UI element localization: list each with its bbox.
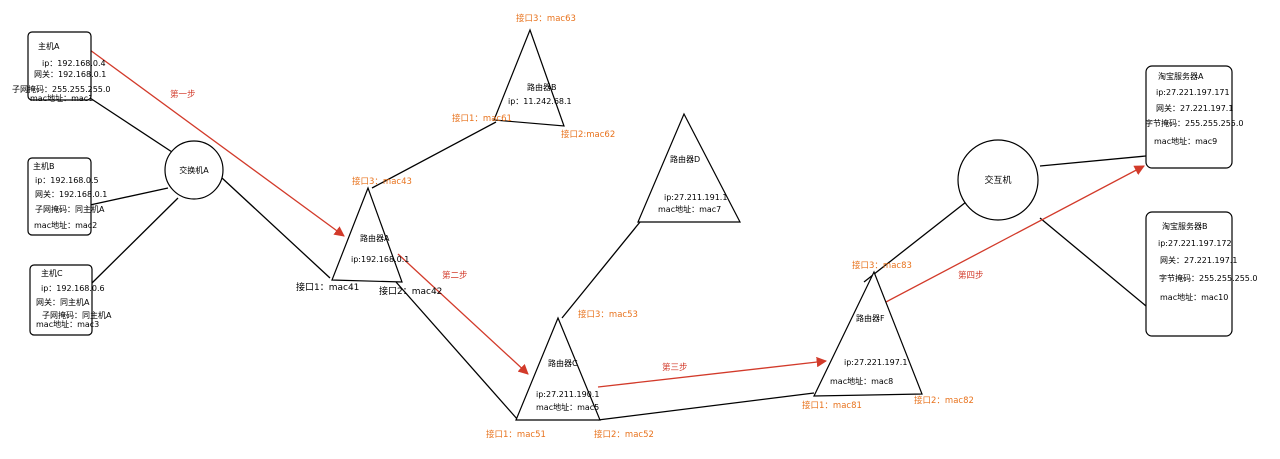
wire-hostA-switchA xyxy=(89,97,173,153)
router-d-name: 路由器D xyxy=(670,154,700,164)
host-b-ip: ip：192.168.0.5 xyxy=(35,176,99,185)
router-f-port3: 接口3：mac83 xyxy=(852,260,912,271)
wire-routerC-routerF xyxy=(597,392,815,421)
host-b-title: 主机B xyxy=(33,161,55,171)
host-a-ip: ip：192.168.0.4 xyxy=(42,59,106,68)
wire-switchA-routerA xyxy=(221,177,331,279)
wire-routerF-switchB xyxy=(863,201,967,283)
server-a-gateway: 网关：27.221.197.1 xyxy=(1156,103,1233,113)
step4-label: 第四步 xyxy=(958,270,984,281)
router-d-mac: mac地址：mac7 xyxy=(658,204,721,214)
connection-lines xyxy=(89,97,1147,421)
host-b-box: 主机B ip：192.168.0.5 网关：192.168.0.1 子网掩码：同… xyxy=(27,157,107,236)
router-b-port2: 接口2:mac62 xyxy=(561,129,615,140)
router-c-port1: 接口1：mac51 xyxy=(486,429,546,440)
host-b-gateway: 网关：192.168.0.1 xyxy=(35,189,107,199)
server-b-gateway: 网关：27.221.197.1 xyxy=(1160,255,1237,265)
server-b-title: 淘宝服务器B xyxy=(1162,221,1208,231)
router-f-name: 路由器F xyxy=(856,313,885,323)
router-f-ip: ip:27.221.197.1 xyxy=(844,358,907,367)
router-f-port1: 接口1：mac81 xyxy=(802,400,862,411)
router-b-port3: 接口3：mac63 xyxy=(516,13,576,24)
router-d-ip: ip:27.211.191.1 xyxy=(664,193,727,202)
wire-switchB-serverB xyxy=(1039,217,1147,307)
router-c-ip: ip:27.211.190.1 xyxy=(536,390,599,399)
switch-b-label: 交互机 xyxy=(984,174,1011,186)
server-a-title: 淘宝服务器A xyxy=(1158,71,1204,81)
step2-arrow xyxy=(397,253,529,375)
router-b-node: 路由器B ip：11.242.68.1 接口3：mac63 接口1：mac61 … xyxy=(452,13,615,140)
server-a-ip: ip:27.221.197.171 xyxy=(1156,88,1230,97)
wire-routerA-routerB xyxy=(371,121,497,189)
host-b-mac: mac地址：mac2 xyxy=(34,220,97,230)
host-a-title: 主机A xyxy=(38,41,60,51)
host-c-mask: 子网掩码：同主机A xyxy=(42,310,112,320)
router-c-port2: 接口2：mac52 xyxy=(594,429,654,440)
server-b-box: 淘宝服务器B ip:27.221.197.172 网关：27.221.197.1… xyxy=(1145,211,1258,337)
server-b-mac: mac地址：mac10 xyxy=(1160,292,1228,302)
server-b-ip: ip:27.221.197.172 xyxy=(1158,239,1232,248)
switch-a-label: 交换机A xyxy=(179,165,209,175)
router-a-name: 路由器A xyxy=(360,233,390,243)
host-c-title: 主机C xyxy=(41,268,63,278)
host-c-box: 主机C ip：192.168.0.6 网关：同主机A 子网掩码：同主机A mac… xyxy=(29,264,112,336)
router-a-port1: 接口1：mac41 xyxy=(296,281,359,293)
router-d-node: 路由器D ip:27.211.191.1 mac地址：mac7 xyxy=(637,112,741,223)
router-a-ip: ip:192.168.0.1 xyxy=(351,255,409,264)
step1-label: 第一步 xyxy=(170,89,196,100)
wire-switchB-serverA xyxy=(1039,155,1147,167)
switch-b-node: 交互机 xyxy=(957,139,1039,221)
wire-hostB-switchA xyxy=(89,187,169,206)
wire-routerC-routerD xyxy=(561,221,641,319)
host-b-mask: 子网掩码：同主机A xyxy=(35,204,105,214)
step4-arrow xyxy=(885,165,1145,303)
router-b-ip: ip：11.242.68.1 xyxy=(508,97,572,106)
host-a-mask: 子网掩码：255.255.255.0 xyxy=(12,84,111,94)
router-b-name: 路由器B xyxy=(527,82,557,92)
server-a-mac: mac地址：mac9 xyxy=(1154,136,1217,146)
switch-a-node: 交换机A xyxy=(164,140,224,200)
router-f-port2: 接口2：mac82 xyxy=(914,395,974,406)
router-f-mac: mac地址：mac8 xyxy=(830,376,893,386)
host-a-gateway: 网关：192.168.0.1 xyxy=(34,69,106,79)
host-c-mac: mac地址：mac3 xyxy=(36,319,99,329)
step1-arrow xyxy=(89,49,345,237)
server-b-mask: 字节掩码：255.255.255.0 xyxy=(1159,273,1258,283)
host-a-mac: mac地址：mac1 xyxy=(30,93,93,103)
router-a-node: 路由器A ip:192.168.0.1 接口3：mac43 接口1：mac41 … xyxy=(296,176,442,297)
router-c-port3: 接口3：mac53 xyxy=(578,309,638,320)
server-a-box: 淘宝服务器A ip:27.221.197.171 网关：27.221.197.1… xyxy=(1145,65,1244,169)
router-c-node: 路由器C ip:27.211.190.1 mac地址：mac5 接口3：mac5… xyxy=(486,309,654,440)
host-c-ip: ip：192.168.0.6 xyxy=(41,284,105,293)
router-a-port2: 接口2：mac42 xyxy=(379,285,442,297)
step3-arrow xyxy=(597,356,828,388)
step2-label: 第二步 xyxy=(442,270,468,281)
host-c-gateway: 网关：同主机A xyxy=(36,297,90,307)
router-f-node: 路由器F ip:27.221.197.1 mac地址：mac8 接口3：mac8… xyxy=(802,260,974,411)
server-a-mask: 字节掩码：255.255.255.0 xyxy=(1145,118,1244,128)
router-c-name: 路由器C xyxy=(548,358,578,368)
router-a-port3: 接口3：mac43 xyxy=(352,176,412,187)
step-labels: 第一步 第二步 第三步 第四步 xyxy=(170,89,984,373)
router-c-mac: mac地址：mac5 xyxy=(536,402,599,412)
host-a-box: 主机A ip：192.168.0.4 网关：192.168.0.1 子网掩码：2… xyxy=(12,31,111,103)
wire-routerA-routerC xyxy=(395,281,519,421)
wire-hostC-switchA xyxy=(91,197,179,284)
router-b-port1: 接口1：mac61 xyxy=(452,113,512,124)
step3-label: 第三步 xyxy=(662,362,688,373)
flow-arrows xyxy=(89,49,1145,388)
